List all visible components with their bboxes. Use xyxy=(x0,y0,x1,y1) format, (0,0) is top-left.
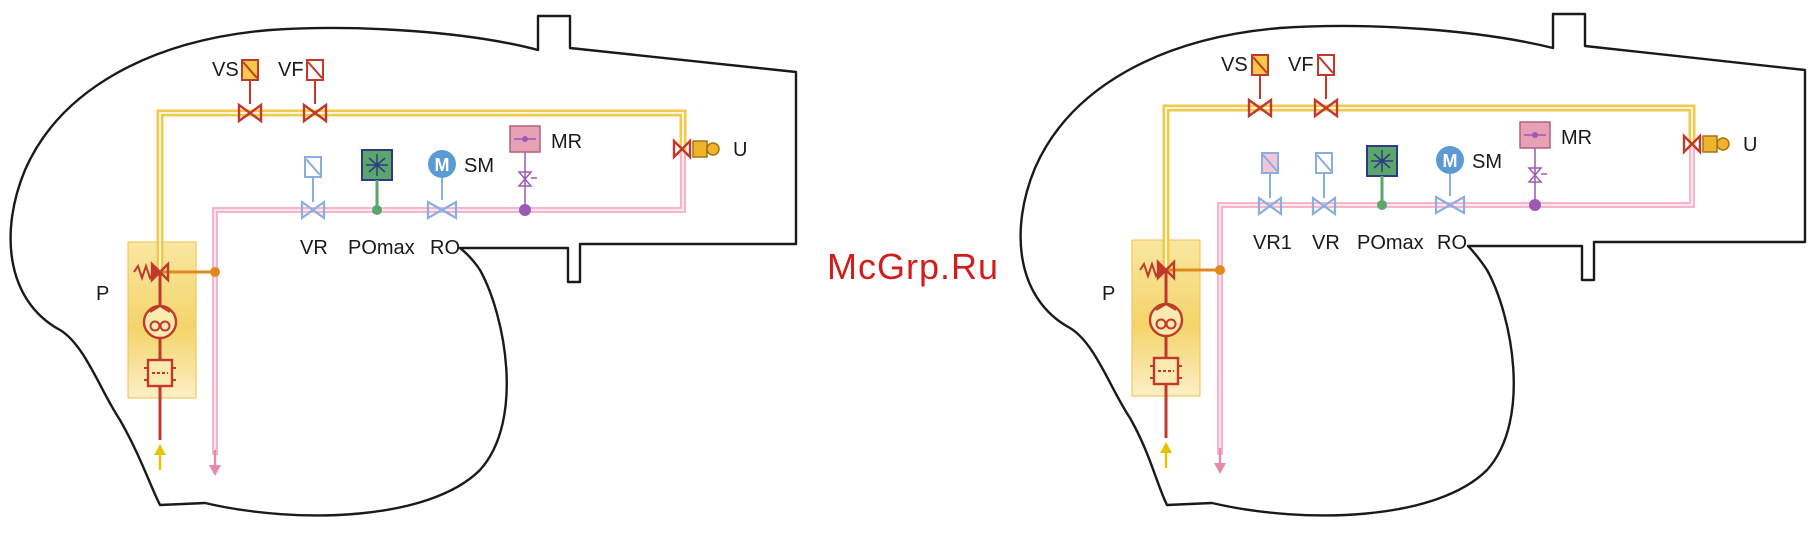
fuel-return-arrow xyxy=(1214,448,1226,474)
ro-label: RO xyxy=(430,237,460,259)
pomax-label: POmax xyxy=(1357,232,1424,254)
junction-dot xyxy=(210,267,220,277)
mr-label: MR xyxy=(1561,127,1592,149)
filter-icon xyxy=(144,360,176,386)
watermark: McGrp.Ru xyxy=(808,246,1018,288)
pomax-pressure-switch xyxy=(1367,146,1397,210)
fuel-inlet-arrow xyxy=(154,444,166,470)
fuel-supply-line xyxy=(1166,108,1692,270)
vf-label: VF xyxy=(1288,54,1314,76)
left-diagram: VS VF U VR POma xyxy=(11,16,796,515)
vr1-label: VR1 xyxy=(1253,232,1292,254)
vs-label: VS xyxy=(1221,54,1248,76)
pomax-label: POmax xyxy=(348,237,415,259)
p-label: P xyxy=(1102,283,1115,305)
fuel-supply-line xyxy=(160,113,683,272)
motor-letter: M xyxy=(1443,151,1458,171)
gear-pump-icon xyxy=(1150,304,1182,336)
vs-label: VS xyxy=(212,59,239,81)
sm-label: SM xyxy=(1472,151,1502,173)
p-label: P xyxy=(96,283,109,305)
right-diagram: VS VF U VR1 VR xyxy=(1021,14,1805,515)
motor-letter: M xyxy=(435,155,450,175)
filter-icon xyxy=(1150,358,1182,384)
vf-label: VF xyxy=(278,59,304,81)
u-label: U xyxy=(733,139,747,161)
vr-label: VR xyxy=(300,237,328,259)
pomax-pressure-switch xyxy=(362,150,392,215)
fuel-return-arrow xyxy=(209,450,221,476)
vr-label: VR xyxy=(1312,232,1340,254)
fuel-inlet-arrow xyxy=(1160,442,1172,468)
return-line xyxy=(215,152,683,455)
mr-label: MR xyxy=(551,131,582,153)
return-line xyxy=(1220,146,1692,455)
ro-label: RO xyxy=(1437,232,1467,254)
mr-pressure-gauge xyxy=(1520,122,1550,211)
gear-pump-icon xyxy=(144,306,176,338)
mr-pressure-gauge xyxy=(510,126,540,216)
sm-label: SM xyxy=(464,155,494,177)
u-label: U xyxy=(1743,134,1757,156)
junction-dot xyxy=(1215,265,1225,275)
